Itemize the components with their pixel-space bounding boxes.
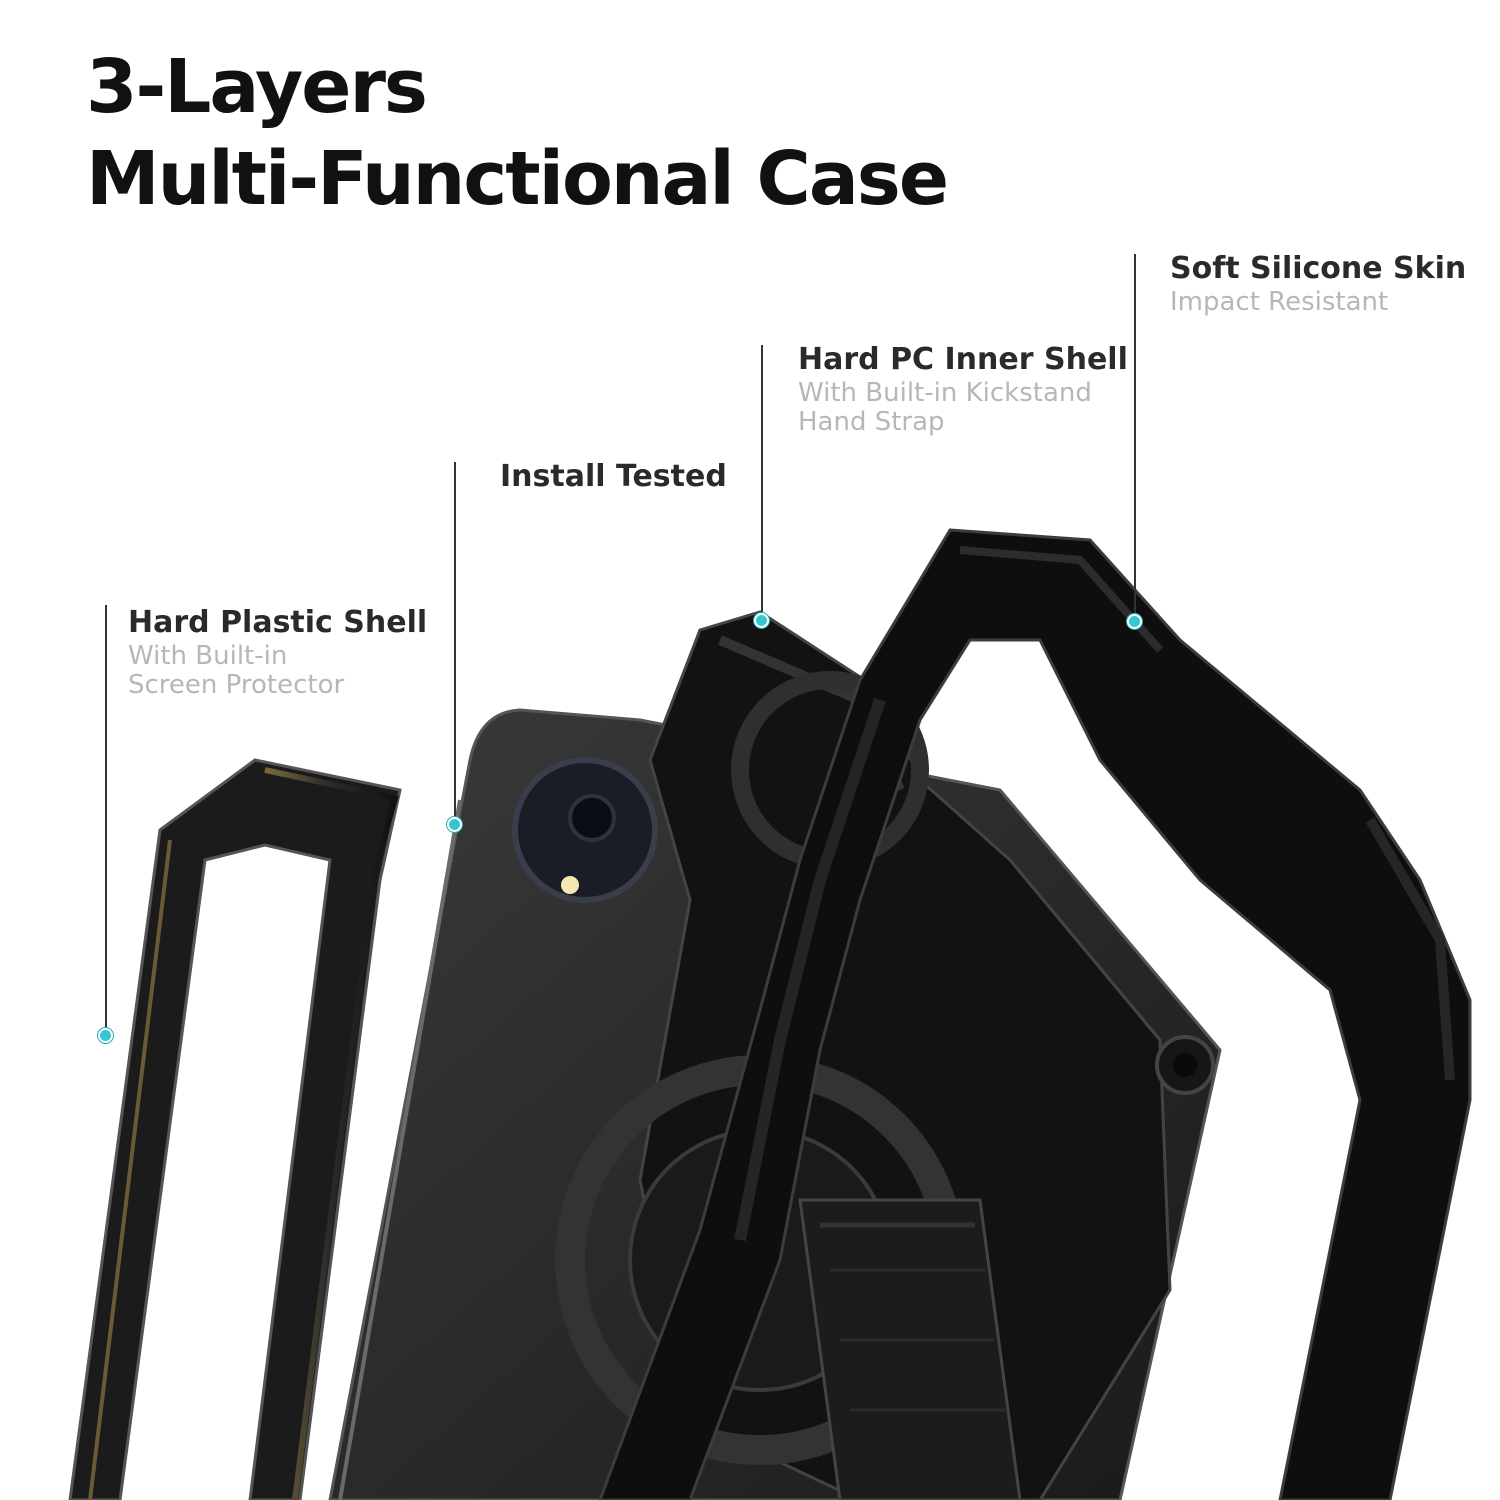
leader-line-plastic-shell bbox=[105, 605, 107, 1035]
callout-title: Install Tested bbox=[500, 459, 727, 494]
title-line-2: Multi-Functional Case bbox=[86, 136, 949, 222]
camera-module bbox=[512, 757, 658, 903]
marker-dot-install-tested bbox=[447, 817, 462, 832]
callout-install-tested: Install Tested bbox=[500, 458, 727, 496]
callout-subtitle: Impact Resistant bbox=[1170, 287, 1389, 317]
callout-title: Hard Plastic Shell bbox=[128, 605, 428, 640]
leader-line-install-tested bbox=[454, 462, 456, 822]
callout-plastic-shell: Hard Plastic Shell With Built-in Screen … bbox=[128, 604, 427, 700]
marker-dot-silicone-skin bbox=[1127, 614, 1142, 629]
leader-line-pc-shell bbox=[761, 345, 763, 617]
marker-dot-pc-shell bbox=[754, 613, 769, 628]
callout-title: Hard PC Inner Shell bbox=[798, 342, 1128, 377]
marker-dot-plastic-shell bbox=[98, 1028, 113, 1043]
title-line-1: 3-Layers bbox=[86, 44, 428, 130]
callout-pc-shell: Hard PC Inner Shell With Built-in Kickst… bbox=[798, 341, 1128, 437]
callout-subtitle: With Built-in Kickstand bbox=[798, 378, 1092, 408]
leader-line-silicone-skin bbox=[1134, 254, 1136, 620]
plastic-shell-frame bbox=[68, 758, 402, 1500]
callout-silicone-skin: Soft Silicone Skin Impact Resistant bbox=[1170, 250, 1466, 317]
hand-strap bbox=[798, 1198, 1022, 1500]
callout-subtitle: Screen Protector bbox=[128, 670, 345, 700]
callout-subtitle: With Built-in bbox=[128, 641, 288, 671]
callout-subtitle: Hand Strap bbox=[798, 407, 945, 437]
callout-title: Soft Silicone Skin bbox=[1170, 251, 1467, 286]
